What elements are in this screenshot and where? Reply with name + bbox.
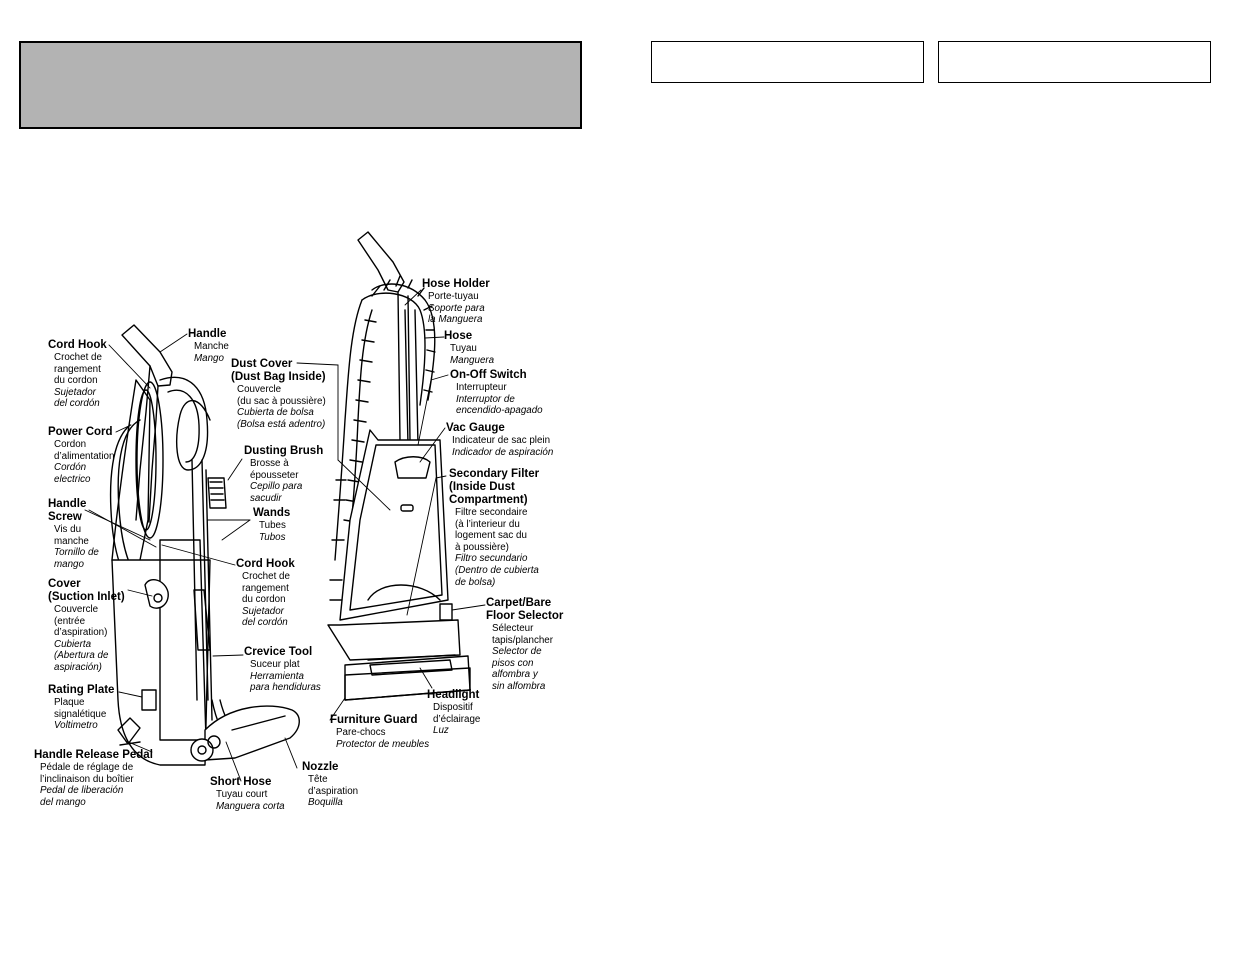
label-short-hose: Short Hose Tuyau court Manguera corta: [210, 776, 285, 812]
label-title: Dusting Brush: [244, 445, 324, 457]
label-french: Crochet de rangement du cordon: [54, 352, 102, 387]
label-spanish: Indicador de aspiración: [452, 446, 554, 458]
label-french: Pédale de réglage de l’inclinaison du bo…: [40, 762, 134, 785]
label-french: Plaque signalétique: [54, 697, 107, 720]
label-title: Handle Screw: [48, 498, 87, 523]
label-title: Power Cord: [48, 426, 113, 438]
label-title: Furniture Guard: [330, 714, 418, 726]
label-french: Sélecteur tapis/plancher: [492, 623, 553, 646]
label-dusting-brush: Dusting Brush Brosse à épousseter Cepill…: [244, 445, 323, 504]
label-handle: Handle Manche Mango: [188, 328, 229, 364]
label-title: Cord Hook: [236, 558, 295, 570]
label-cord-hook-top: Cord Hook Crochet de rangement du cordon…: [48, 339, 107, 410]
label-title: Handle: [188, 328, 227, 340]
label-spanish: Cubierta (Abertura de aspiración): [54, 638, 109, 673]
label-spanish: Cepillo para sacudir: [250, 481, 303, 504]
label-furniture-guard: Furniture Guard Pare-chocs Protector de …: [330, 714, 429, 750]
label-nozzle: Nozzle Tête d’aspiration Boquilla: [302, 761, 358, 809]
label-crevice-tool: Crevice Tool Suceur plat Herramienta par…: [244, 646, 321, 694]
label-spanish: Cubierta de bolsa (Bolsa está adentro): [237, 407, 326, 430]
label-french: Tête d’aspiration: [308, 774, 359, 797]
label-title: Carpet/Bare Floor Selector: [486, 597, 564, 622]
label-french: Manche: [194, 341, 229, 352]
label-title: Headlight: [427, 689, 480, 701]
label-spanish: Voltimetro: [54, 720, 98, 732]
label-french: Pare-chocs: [336, 727, 386, 738]
label-spanish: Soporte para la Manguera: [428, 302, 485, 326]
label-cord-hook-mid: Cord Hook Crochet de rangement du cordon…: [236, 558, 295, 629]
label-spanish: Herramienta para hendiduras: [250, 670, 321, 694]
label-hose: Hose Tuyau Manguera: [444, 330, 494, 366]
label-spanish: Filtro secundario (Dentro de cubierta de…: [455, 553, 539, 588]
label-french: Couvercle (entrée d’aspiration): [54, 604, 108, 639]
label-title: Rating Plate: [48, 684, 115, 696]
label-spanish: Cordón electrico: [54, 462, 91, 485]
label-handle-screw: Handle Screw Vis du manche Tornillo de m…: [48, 498, 99, 570]
label-title: Vac Gauge: [446, 422, 505, 434]
label-secondary-filter: Secondary Filter (Inside Dust Compartmen…: [449, 468, 539, 588]
label-french: Tuyau court: [216, 789, 268, 800]
label-spanish: Mango: [194, 352, 224, 364]
label-title: Cord Hook: [48, 339, 107, 351]
right-vacuum-illustration: [327, 231, 471, 701]
label-spanish: Pedal de liberación del mango: [40, 785, 124, 808]
label-french: Crochet de rangement du cordon: [242, 571, 290, 606]
label-spanish: Tornillo de mango: [54, 547, 99, 570]
label-french: Suceur plat: [250, 659, 300, 670]
label-spanish: Manguera: [450, 354, 495, 366]
label-title: Cover (Suction Inlet): [48, 578, 125, 603]
label-french: Brosse à épousseter: [250, 458, 299, 481]
label-title: Handle Release Pedal: [34, 749, 153, 761]
label-french: Vis du manche: [54, 524, 89, 547]
leader-lines: [84, 289, 486, 782]
label-french: Porte-tuyau: [428, 291, 479, 302]
label-french: Cordon d’alimentation: [54, 439, 115, 462]
label-spanish: Selector de pisos con alfombra y sin alf…: [492, 646, 546, 692]
label-wands: Wands Tubes Tubos: [253, 507, 290, 543]
label-french: Indicateur de sac plein: [452, 435, 551, 446]
label-spanish: Sujetador del cordón: [54, 386, 100, 410]
label-dust-cover: Dust Cover (Dust Bag Inside) Couvercle (…: [231, 358, 326, 430]
label-spanish: Sujetador del cordón: [242, 605, 288, 629]
label-title: On-Off Switch: [450, 369, 527, 381]
header-box-left: [651, 41, 924, 83]
label-title: Crevice Tool: [244, 646, 313, 658]
label-french: Dispositif d’éclairage: [433, 702, 481, 725]
label-spanish: Interruptor de encendido-apagado: [456, 393, 543, 417]
label-carpet-selector: Carpet/Bare Floor Selector Sélecteur tap…: [486, 597, 563, 693]
label-spanish: Protector de meubles: [336, 738, 430, 750]
label-french: Tuyau: [450, 343, 477, 354]
label-handle-release-pedal: Handle Release Pedal Pédale de réglage d…: [34, 749, 153, 808]
label-title: Hose Holder: [422, 278, 490, 290]
label-cover: Cover (Suction Inlet) Couvercle (entrée …: [48, 578, 125, 674]
label-french: Tubes: [259, 520, 286, 531]
header-banner: [19, 41, 582, 129]
header-box-right: [938, 41, 1211, 83]
label-title: Wands: [253, 507, 291, 519]
label-title: Nozzle: [302, 761, 339, 773]
label-spanish: Boquilla: [308, 797, 343, 809]
label-hose-holder: Hose Holder Porte-tuyau Soporte para la …: [422, 278, 490, 326]
label-title: Dust Cover (Dust Bag Inside): [231, 358, 326, 383]
label-french: Interrupteur: [456, 382, 507, 393]
label-french: Couvercle (du sac à poussière): [237, 384, 326, 407]
label-title: Short Hose: [210, 776, 272, 788]
label-french: Filtre secondaire (à l’interieur du loge…: [455, 507, 528, 553]
label-power-cord: Power Cord Cordon d’alimentation Cordón …: [48, 426, 114, 485]
label-title: Hose: [444, 330, 473, 342]
label-spanish: Manguera corta: [216, 800, 285, 812]
left-vacuum-illustration: [109, 324, 300, 766]
label-spanish: Tubos: [259, 531, 286, 543]
label-headlight: Headlight Dispositif d’éclairage Luz: [427, 689, 480, 737]
label-vac-gauge: Vac Gauge Indicateur de sac plein Indica…: [446, 422, 553, 458]
label-title: Secondary Filter (Inside Dust Compartmen…: [449, 468, 540, 506]
label-on-off-switch: On-Off Switch Interrupteur Interruptor d…: [450, 369, 543, 417]
label-rating-plate: Rating Plate Plaque signalétique Voltime…: [48, 684, 114, 732]
label-spanish: Luz: [433, 725, 449, 737]
